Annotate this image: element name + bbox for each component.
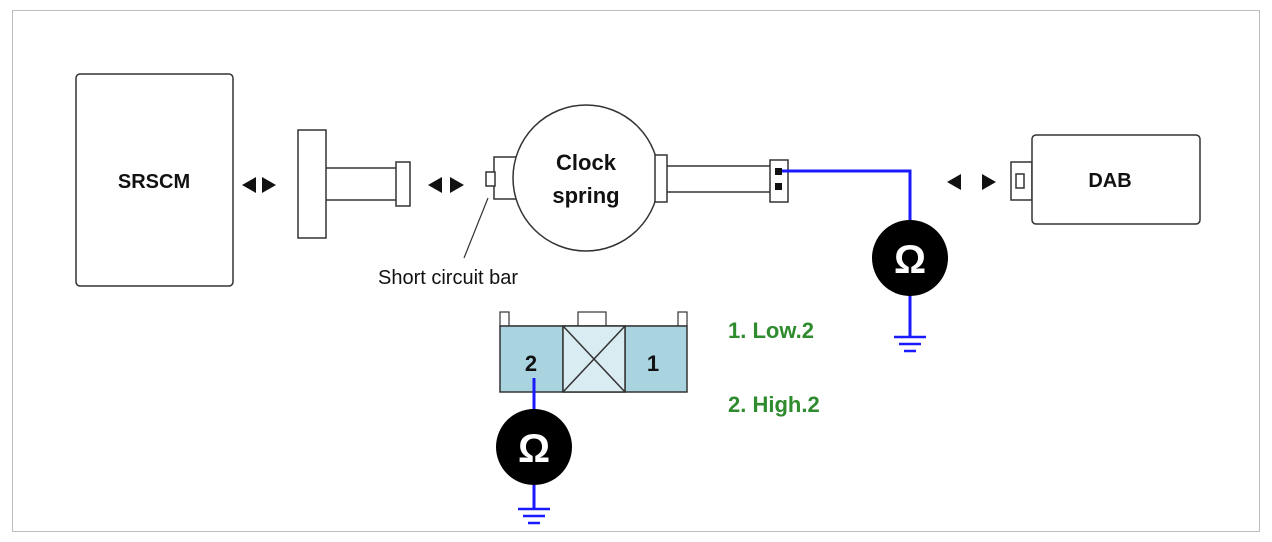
ohm-symbol: Ω (894, 238, 926, 282)
ohmmeter-icon: Ω (496, 409, 572, 485)
dab-module: DAB (1010, 134, 1201, 225)
ohmmeter-icon: Ω (872, 220, 948, 296)
clock-spring-connector-face: 2 1 (499, 311, 688, 393)
clock-spring-label-line2: spring (552, 183, 619, 208)
ground-icon (518, 507, 550, 525)
srscm-label: SRSCM (118, 171, 190, 193)
ohm-symbol: Ω (518, 427, 550, 471)
srscm-harness-connector (297, 129, 411, 239)
clock-spring-harness (654, 154, 789, 203)
short-circuit-bar-label: Short circuit bar (378, 267, 518, 289)
legend-item-low: 1. Low.2 (728, 318, 814, 343)
bidirectional-arrow-icon (242, 177, 276, 193)
connector-pin-1: 1 (647, 351, 659, 376)
connector-x-icon (562, 325, 626, 393)
connector-pin-2: 2 (525, 351, 537, 376)
clock-spring-label-line1: Clock (556, 150, 617, 175)
legend-item-high: 2. High.2 (728, 392, 820, 417)
clock-spring-connector (485, 156, 517, 200)
ground-icon (894, 335, 926, 353)
bidirectional-arrow-icon (428, 177, 464, 193)
clock-spring: Clock spring (512, 104, 660, 252)
srscm-module: SRSCM (75, 73, 234, 287)
short-circuit-bar-pointer (463, 197, 489, 259)
dab-label: DAB (1088, 170, 1131, 192)
bidirectional-arrow-icon (947, 174, 996, 190)
